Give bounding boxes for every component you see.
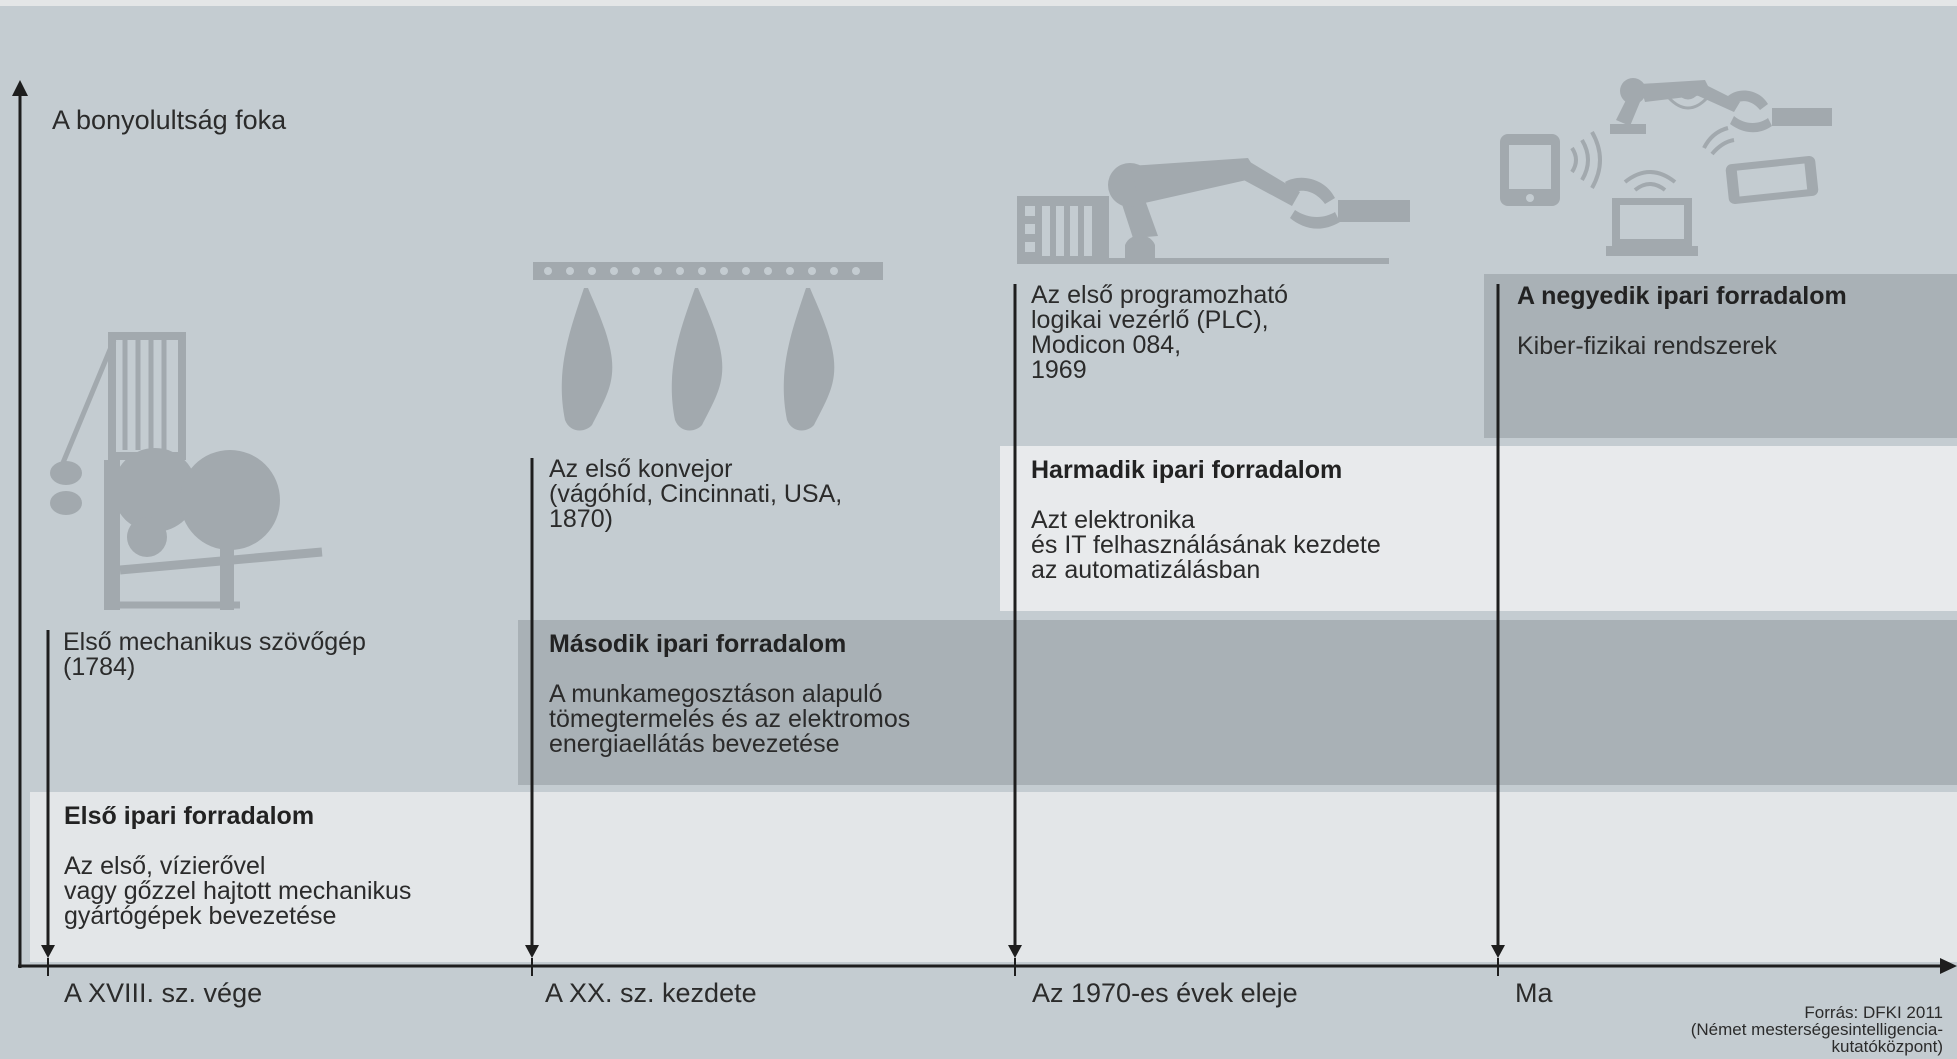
source-note: Forrás: DFKI 2011 (Német mesterségesinte… (1690, 1003, 1943, 1056)
band-fourth-revolution (1484, 274, 1957, 438)
revolution-4-description: Kiber-fizikai rendszerek (1517, 332, 1777, 360)
x-label-4: Ma (1515, 978, 1553, 1008)
y-axis-title: A bonyolultság foka (52, 105, 287, 135)
revolution-3-description: Azt elektronika és IT felhasználásának k… (1031, 506, 1381, 584)
revolution-2-title: Második ipari forradalom (549, 630, 847, 658)
cyber-physical-devices-icon (1500, 78, 1832, 256)
x-ticks (47, 958, 1499, 976)
timeline-arrows (46, 284, 1500, 950)
band-first-revolution (30, 792, 1957, 962)
x-label-3: Az 1970-es évek eleje (1032, 978, 1298, 1008)
revolution-2-description: A munkamegosztáson alapuló tömegtermelés… (549, 680, 911, 758)
band-third-revolution (1000, 446, 1957, 611)
revolution-4-title: A negyedik ipari forradalom (1517, 282, 1847, 310)
x-axis-arrow (1940, 958, 1957, 974)
milestone-3: Az első programozható logikai vezérlő (P… (1031, 281, 1289, 384)
x-label-2: A XX. sz. kezdete (545, 978, 757, 1008)
x-label-1: A XVIII. sz. vége (64, 978, 263, 1008)
revolution-1-title: Első ipari forradalom (64, 802, 315, 830)
conveyor-icon (533, 262, 883, 431)
milestone-1: Első mechanikus szövőgép (1784) (63, 628, 366, 681)
revolution-3-title: Harmadik ipari forradalom (1031, 456, 1343, 484)
loom-icon (50, 332, 323, 610)
band-second-revolution (518, 620, 1957, 785)
milestone-2: Az első konvejor (vágóhíd, Cincinnati, U… (549, 455, 843, 533)
y-axis-arrow (12, 80, 28, 96)
revolution-1-description: Az első, vízierővel vagy gőzzel hajtott … (64, 852, 412, 930)
robot-arm-icon (1017, 158, 1410, 264)
